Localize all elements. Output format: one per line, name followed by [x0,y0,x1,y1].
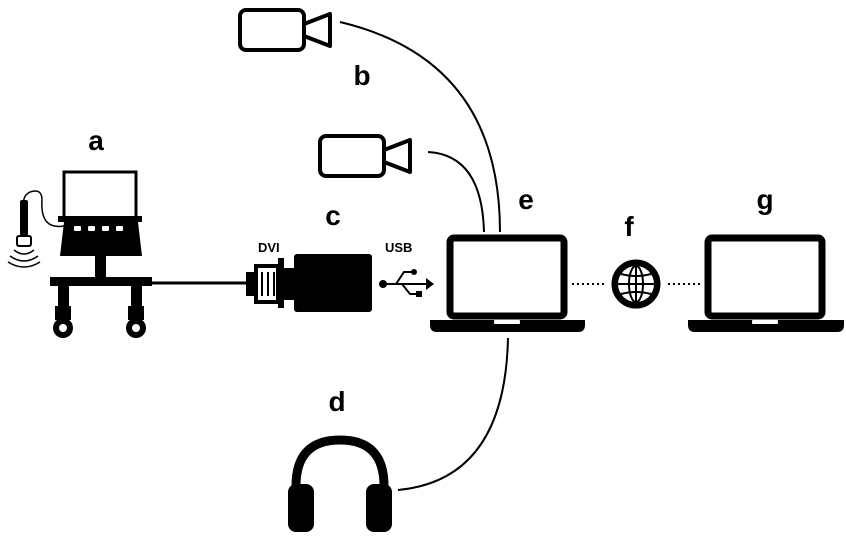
port-label-usb: USB [385,240,412,255]
label-f: f [624,211,634,242]
label-d: d [328,386,345,417]
video-camera-icon [238,8,332,52]
label-g: g [756,184,773,215]
label-c: c [325,200,341,231]
ultrasound-cart-icon [7,170,152,338]
label-b: b [353,60,370,91]
connections [150,21,702,491]
video-camera-icon [318,134,412,178]
label-e: e [518,184,534,215]
camera-top-to-laptop-line [339,21,501,233]
globe-icon [611,259,661,309]
laptop-to-headphones-line [397,337,509,491]
camera-bottom-to-laptop-line [427,151,485,233]
label-a: a [88,125,104,156]
laptop-icon [688,234,844,332]
laptop-icon [430,234,585,332]
port-label-dvi: DVI [258,240,280,255]
headphones-icon [288,435,392,532]
video-capture-device-icon [246,254,434,312]
